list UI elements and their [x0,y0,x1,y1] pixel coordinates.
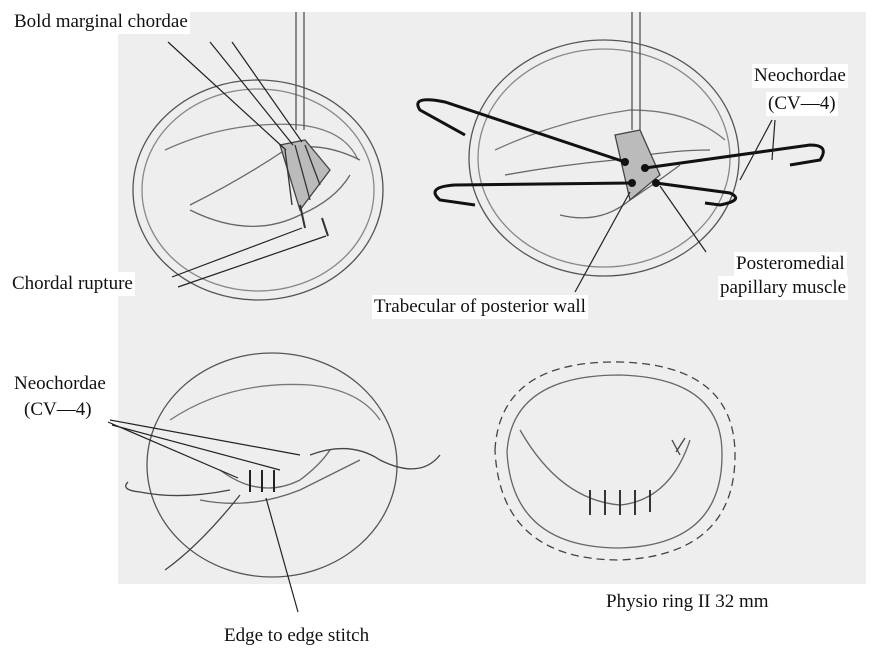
label-papillary-muscle: papillary muscle [718,276,848,300]
label-chordal-rupture: Chordal rupture [10,272,135,296]
label-physio-ring: Physio ring II 32 mm [604,590,771,614]
label-trabecular-posterior-wall: Trabecular of posterior wall [372,295,588,319]
label-edge-to-edge-stitch: Edge to edge stitch [222,624,371,648]
label-neochordae-top: Neochordae [752,64,848,88]
label-posteromedial: Posteromedial [734,252,847,276]
label-neochordae-bottom: Neochordae [12,372,108,396]
label-neochordae-bottom-type: (CV—4) [22,398,94,422]
label-bold-marginal-chordae: Bold marginal chordae [12,10,190,34]
label-neochordae-top-type: (CV—4) [766,92,838,116]
